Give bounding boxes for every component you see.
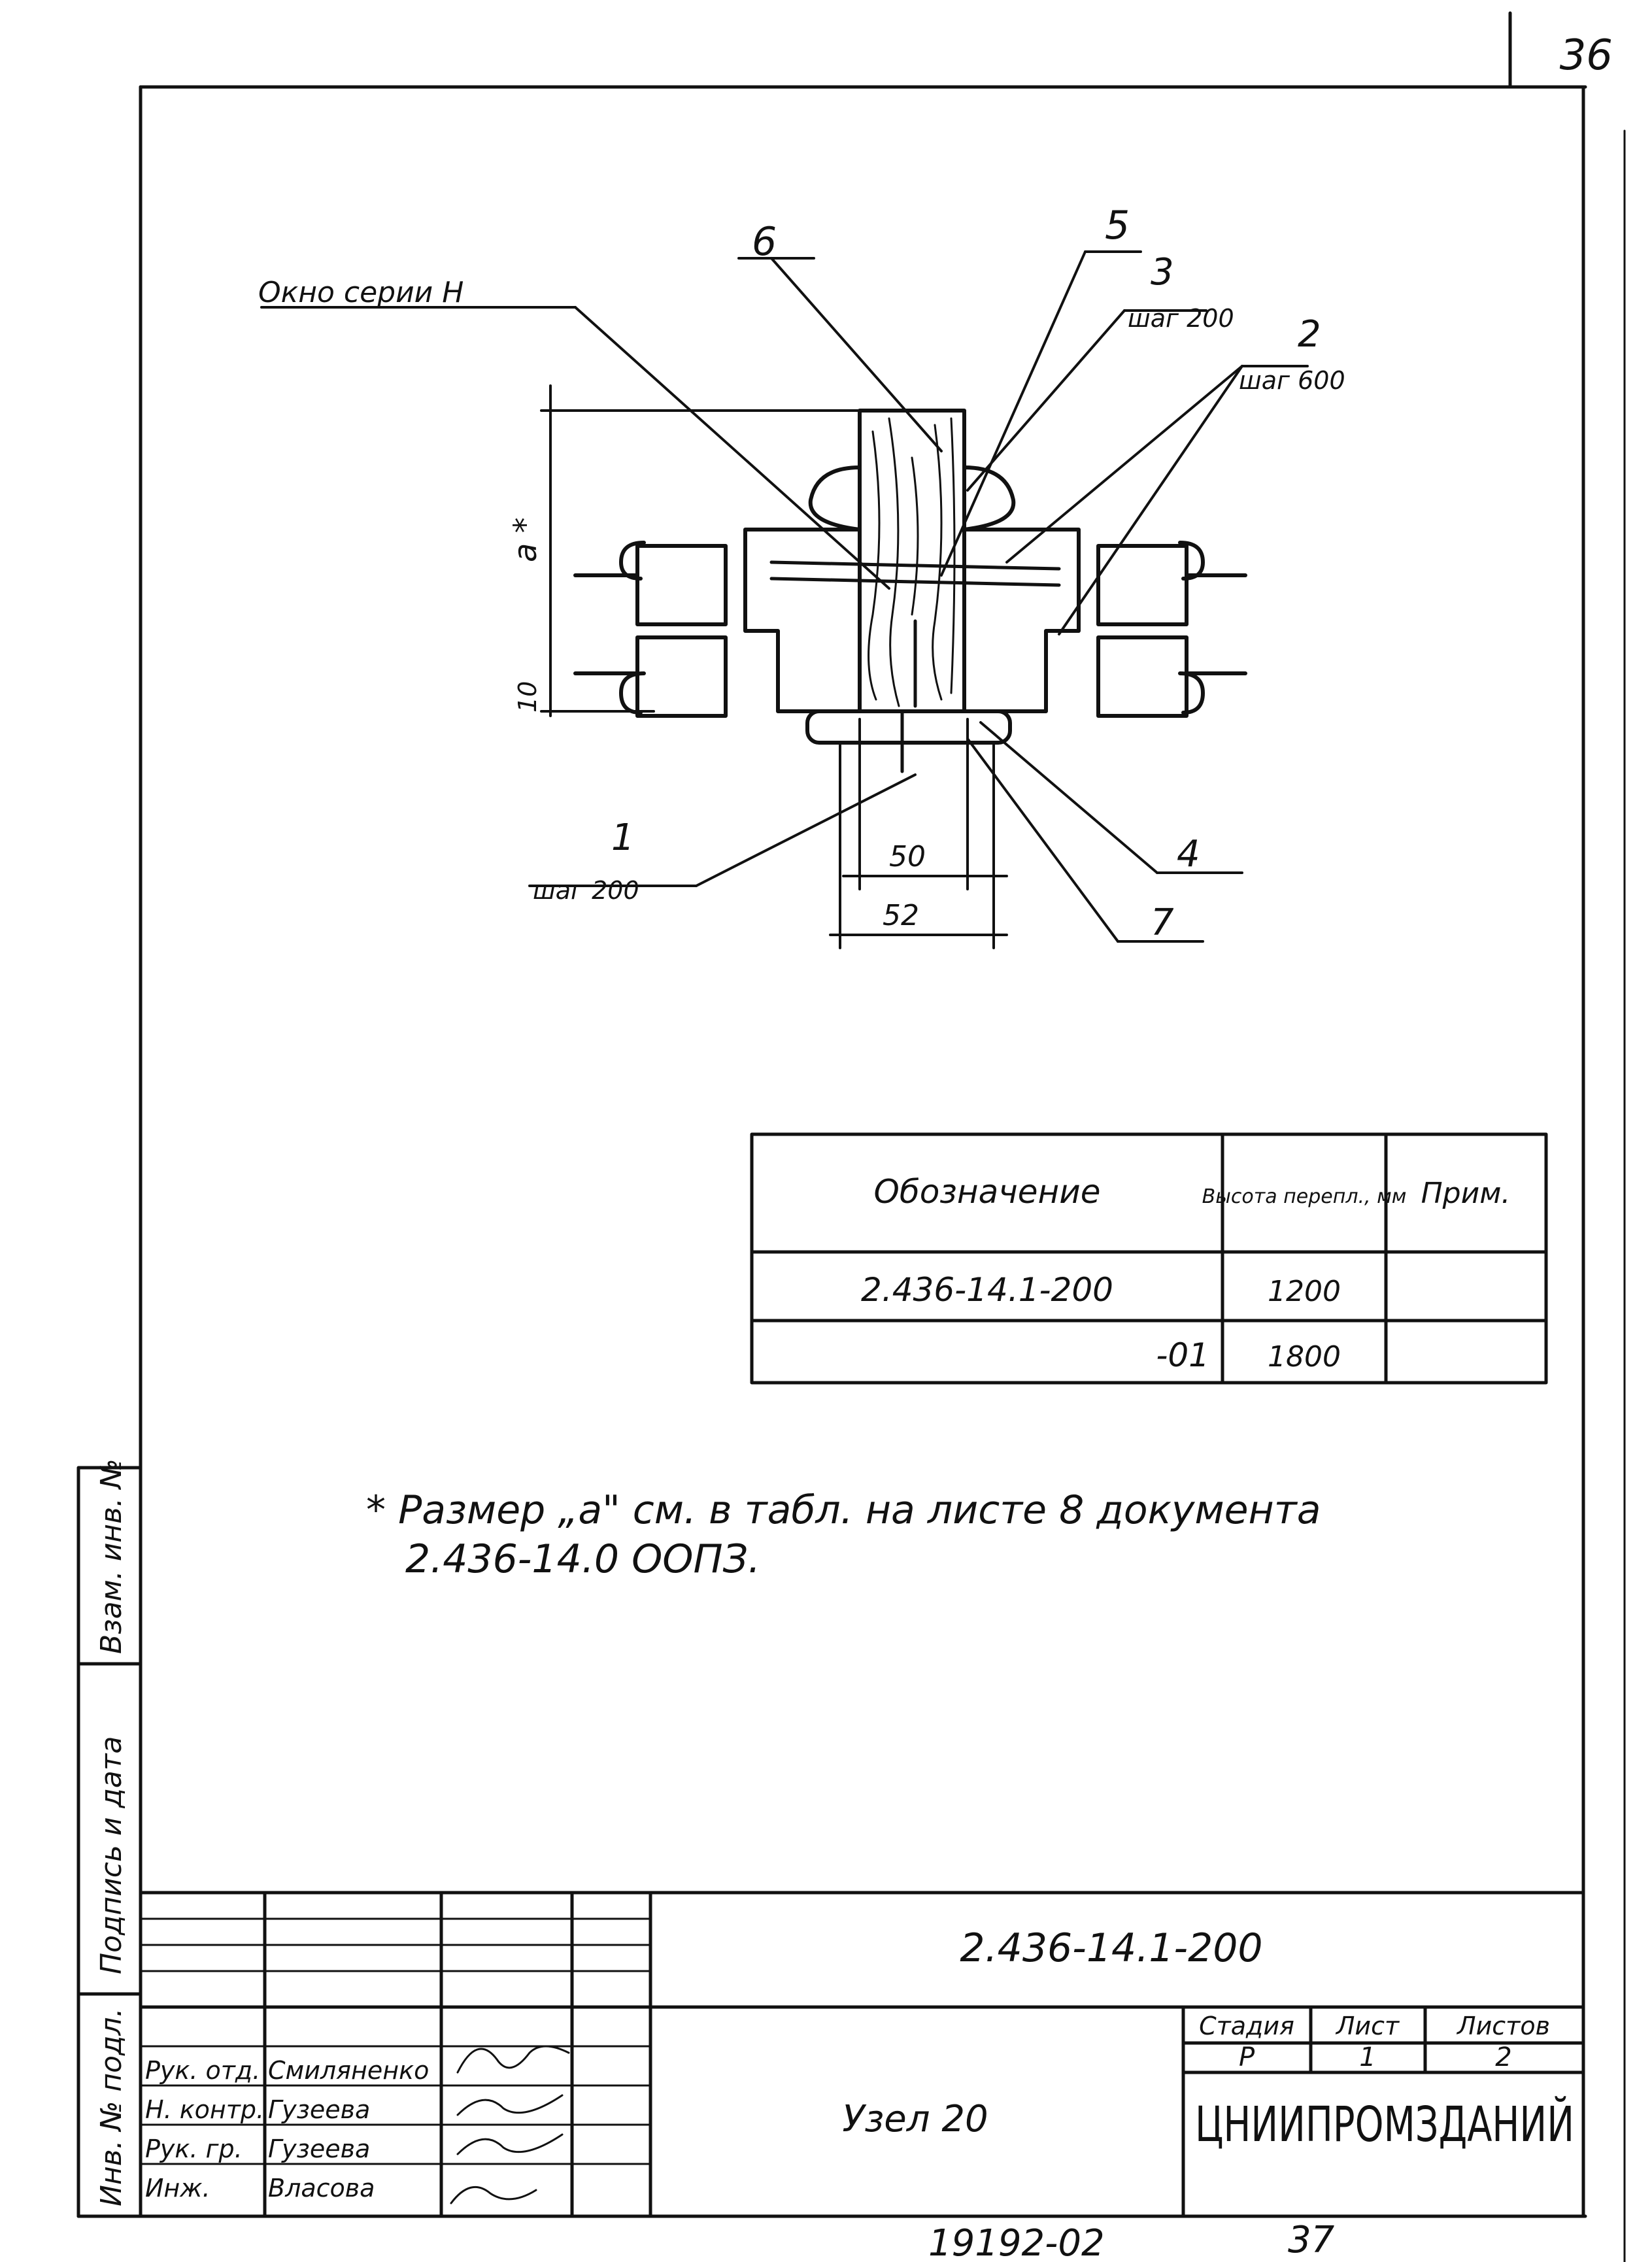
callout-4: 4 xyxy=(1177,833,1200,875)
name-group-head: Гузеева xyxy=(268,2135,370,2163)
stage-header: Стадия xyxy=(1199,2012,1294,2040)
callout-3-step: шаг 200 xyxy=(1128,304,1234,333)
page-total: 37 xyxy=(1288,2219,1335,2261)
row1-designation: 2.436-14.1-200 xyxy=(861,1271,1113,1309)
archive-number: 19192-02 xyxy=(928,2222,1105,2262)
callout-3: 3 xyxy=(1151,251,1174,294)
title-block: 2.436-14.1-200 Узел 20 Стадия Лист Листо… xyxy=(139,1891,1585,2218)
dimension-lines xyxy=(540,384,1008,949)
window-profile-right xyxy=(962,528,1247,718)
bottom-plate xyxy=(805,709,1012,745)
wood-grain xyxy=(868,417,956,707)
header-height: Высота перепл., мм xyxy=(1202,1185,1407,1208)
node-drawing: Окно серии Н 6 5 3 шаг 200 2 шаг 600 1 ш… xyxy=(258,203,1345,949)
role-group-head: Рук. гр. xyxy=(145,2135,243,2163)
callout-5: 5 xyxy=(1105,203,1130,248)
callout-1-step: шаг 200 xyxy=(533,876,639,905)
footnote-line2: 2.436-14.0 ООПЗ. xyxy=(405,1536,760,1582)
sealant-left xyxy=(808,465,862,532)
sheet-header: Лист xyxy=(1335,2012,1400,2040)
drawing-title: Узел 20 xyxy=(842,2098,988,2140)
header-note: Прим. xyxy=(1421,1177,1511,1210)
header-designation: Обозначение xyxy=(874,1173,1101,1211)
stamp-sign-date: Подпись и дата xyxy=(95,1736,128,1974)
name-engineer: Власова xyxy=(268,2174,375,2203)
dim-52: 52 xyxy=(883,899,919,932)
row1-height: 1200 xyxy=(1268,1275,1341,1308)
window-profile-left xyxy=(573,528,862,718)
callout-2-step: шаг 600 xyxy=(1239,366,1345,395)
spec-table: Обозначение Высота перепл., мм Прим. 2.4… xyxy=(750,1132,1548,1385)
signatures xyxy=(450,2045,570,2204)
sheets-header: Листов xyxy=(1456,2012,1550,2040)
role-engineer: Инж. xyxy=(145,2174,211,2203)
doc-code: 2.436-14.1-200 xyxy=(960,1925,1262,1971)
dim-10: 10 xyxy=(513,681,542,713)
name-head-dept: Смиляненко xyxy=(268,2056,429,2085)
callout-7: 7 xyxy=(1151,902,1174,944)
leader-lines xyxy=(260,250,1309,943)
side-stamp: Взам. инв. № Подпись и дата Инв. № подл. xyxy=(76,1459,143,2218)
row2-height: 1800 xyxy=(1268,1340,1341,1374)
row2-designation: -01 xyxy=(1156,1336,1209,1374)
screws xyxy=(769,560,1061,773)
stamp-inv-original: Инв. № подл. xyxy=(95,2008,128,2206)
footnote-line1: * Размер „а" см. в табл. на листе 8 доку… xyxy=(366,1487,1321,1533)
role-head-dept: Рук. отд. xyxy=(145,2056,260,2085)
callout-2: 2 xyxy=(1298,313,1321,356)
stage-value: Р xyxy=(1239,2042,1255,2072)
sheet-value: 1 xyxy=(1359,2042,1375,2072)
sheets-value: 2 xyxy=(1495,2042,1511,2072)
dim-a: a * xyxy=(507,517,544,562)
role-norm-control: Н. контр. xyxy=(145,2095,264,2124)
sealant-right xyxy=(962,465,1016,532)
dim-50: 50 xyxy=(889,840,926,873)
organization-name: ЦНИИПРОМЗДАНИЙ xyxy=(1195,2095,1574,2153)
label-window-series: Окно серии Н xyxy=(258,276,464,309)
name-norm-control: Гузеева xyxy=(268,2095,370,2124)
stamp-inv-replaced: Взам. инв. № xyxy=(95,1459,128,1654)
callout-1: 1 xyxy=(611,817,635,859)
callout-6: 6 xyxy=(752,219,777,265)
page-number: 36 xyxy=(1559,31,1613,80)
